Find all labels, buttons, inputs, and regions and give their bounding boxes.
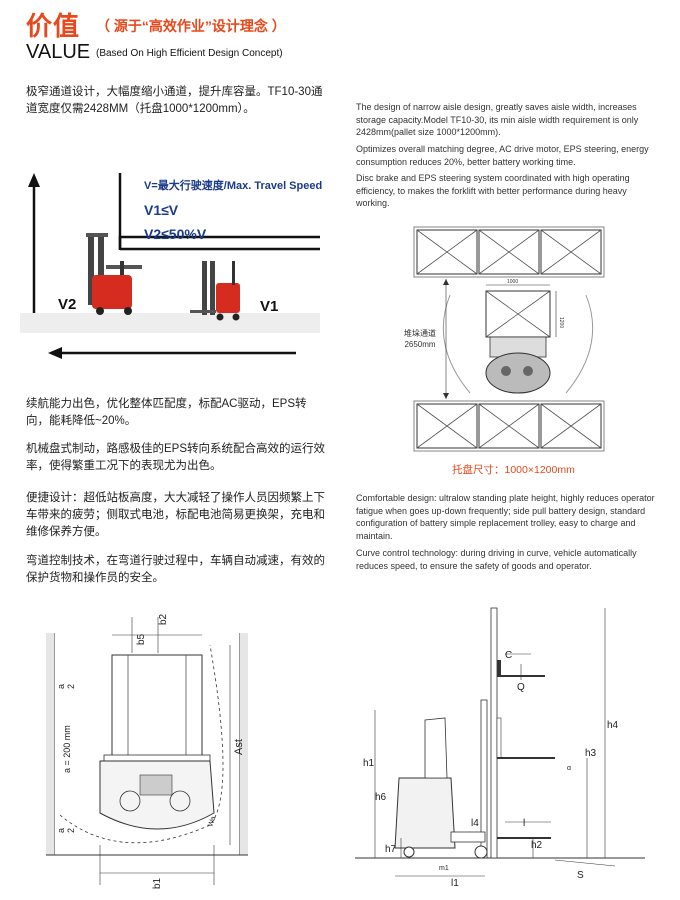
dim-alpha: α <box>567 765 571 772</box>
page-title-cn: 价值 <box>26 11 81 41</box>
dim-l: l <box>523 818 525 829</box>
dim-a-bottom: a <box>56 828 66 833</box>
aisle-label-cn: 堆垛通道 <box>404 329 436 338</box>
cn-paragraph-curve-control: 弯道控制技术，在弯道行驶过程中，车辆自动减速，有效的保护货物和操作员的安全。 <box>26 555 325 584</box>
dim-a-top: a <box>56 684 66 689</box>
left-arrow-icon <box>48 347 62 359</box>
cn-paragraph-brake: 机械盘式制动，路感极佳的EPS转向系统配合高效的运行效率，使得繁重工况下的表现尤… <box>26 443 326 472</box>
top-view-dimension-drawing: b5 b2 a 2 a = 200 mm a 2 Ast Wa b1 <box>46 613 248 889</box>
pallet-size-caption: 托盘尺寸：1000×1200mm <box>452 464 575 476</box>
dim-2-bottom: 2 <box>66 828 76 833</box>
cn-paragraph-convenient: 便捷设计：超低站板高度，大大减轻了操作人员因频繁上下车带来的疲劳；侧取式电池，标… <box>26 492 325 538</box>
dim-wa: Wa <box>207 816 217 828</box>
aisle-width-label: 堆垛通道 2650mm <box>404 328 436 350</box>
cn-paragraph-endurance: 续航能力出色，优化整体匹配度，标配AC驱动，EPS转向，能耗降低~20%。 <box>26 398 307 427</box>
dim-a-200: a = 200 mm <box>62 725 72 773</box>
dim-m1: m1 <box>439 865 449 872</box>
up-arrow-icon <box>28 173 40 187</box>
en-paragraph-matching: Optimizes overall matching degree, AC dr… <box>356 144 649 167</box>
dim-b5: b5 <box>136 633 147 645</box>
dim-h7: h7 <box>385 844 397 855</box>
forklift-lifted-illustration <box>86 233 142 315</box>
dim-h6: h6 <box>375 792 387 803</box>
dim-b2: b2 <box>158 613 169 625</box>
label-v1: V1 <box>260 298 278 315</box>
dim-s: S <box>577 870 584 881</box>
dim-depth-label: 1200 <box>558 317 564 328</box>
en-paragraph-brake: Disc brake and EPS steering system coord… <box>356 173 630 208</box>
cn-paragraph-narrow-aisle: 极窄通道设计，大幅度缩小通道，提升库容量。TF10-30通道宽度仅需2428MM… <box>26 86 323 115</box>
side-view-dimension-drawing: h4 h3 α C Q h1 h6 l4 l h7 h2 m1 l1 S <box>355 607 645 889</box>
dim-q: Q <box>517 682 525 693</box>
page-subtitle-cn: （ 源于“高效作业”设计理念 ） <box>96 18 286 34</box>
dim-ast: Ast <box>233 739 245 755</box>
aisle-value: 2650mm <box>404 340 436 349</box>
dim-h2: h2 <box>531 840 543 851</box>
label-v2: V2 <box>58 296 76 313</box>
dim-l4: l4 <box>471 818 479 829</box>
speed-v2-rule: V2≤50%V <box>144 226 207 242</box>
forklift-lowered-illustration <box>190 261 240 321</box>
dim-h1: h1 <box>363 758 375 769</box>
speed-v1-rule: V1≤V <box>144 202 179 218</box>
dim-c: C <box>505 650 512 661</box>
page-subtitle-en: (Based On High Efficient Design Concept) <box>96 48 283 59</box>
en-paragraph-curve-control: Curve control technology: during driving… <box>356 548 637 571</box>
dim-l1: l1 <box>451 878 459 889</box>
speed-curve-diagram: V=最大行驶速度/Max. Travel Speed V1≤V V2≤50%V … <box>20 173 322 359</box>
dim-width-label: 1000 <box>507 279 518 285</box>
aisle-layout-diagram: 1000 1200 <box>413 226 605 452</box>
dim-2-top: 2 <box>66 684 76 689</box>
dim-h3: h3 <box>585 748 597 759</box>
page-title-en: VALUE <box>26 41 91 63</box>
dim-b1: b1 <box>152 877 163 889</box>
speed-def-label: V=最大行驶速度/Max. Travel Speed <box>144 178 322 192</box>
dim-h4: h4 <box>607 720 619 731</box>
en-paragraph-comfortable: Comfortable design: ultralow standing pl… <box>356 493 655 541</box>
en-paragraph-narrow-aisle: The design of narrow aisle design, great… <box>356 102 639 137</box>
